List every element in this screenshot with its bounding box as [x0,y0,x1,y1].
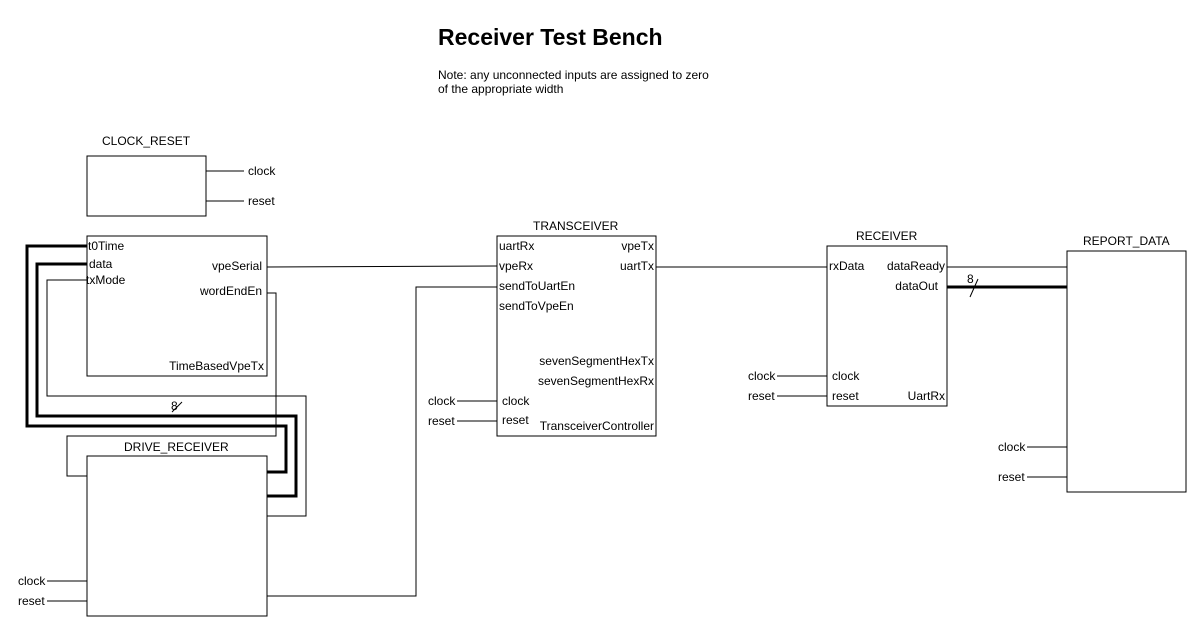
bus-width-label-2: 8 [967,272,974,286]
report-data-block[interactable] [1066,250,1187,493]
tx-port-wordenden: wordEndEn [199,284,262,298]
transceiver-port-vpetx: vpeTx [621,239,654,253]
report-data-title: REPORT_DATA [1083,234,1170,248]
receiver-port-dataready: dataReady [887,259,945,273]
clock-reset-clock-port: clock [248,164,276,178]
transceiver-port-uartrx: uartRx [499,239,534,253]
transceiver-port-sevensegmenthextx: sevenSegmentHexTx [539,354,654,368]
receiver-block[interactable] [826,245,948,407]
transceiver-port-sendtovpeen: sendToVpeEn [499,299,574,313]
transceiver-title: TRANSCEIVER [533,219,619,233]
receiver-title: RECEIVER [856,229,918,243]
receiver-port-reset: reset [832,389,859,403]
receiver-reset-label: reset [748,389,775,403]
note-line-1: Note: any unconnected inputs are assigne… [438,68,709,82]
drive-receiver-title: DRIVE_RECEIVER [124,440,229,454]
t0time-feedback-bus [25,244,288,474]
receiver-type-label: UartRx [908,389,945,403]
tx-type-label: TimeBasedVpeTx [169,359,264,373]
clock-reset-title: CLOCK_RESET [102,134,191,148]
receiver-clock-label: clock [748,369,776,383]
transceiver-port-clock: clock [502,394,530,408]
clock-reset-block[interactable] [86,155,207,217]
transceiver-port-vperx: vpeRx [499,259,533,273]
wordenden-wire [66,292,277,477]
tx-port-txmode: txMode [86,273,126,287]
tx-port-t0time: t0Time [88,239,125,253]
bus-width-label-1: 8 [171,399,178,413]
send-to-uart-en-wire [267,286,497,597]
time-based-vpe-tx-block[interactable] [86,235,268,377]
drive-receiver-block[interactable] [86,455,268,617]
clock-reset-reset-port: reset [248,194,275,208]
txmode-wire [46,279,307,517]
transceiver-clock-label: clock [428,394,456,408]
transceiver-port-reset: reset [502,413,529,427]
transceiver-block[interactable] [496,235,657,437]
page-title: Receiver Test Bench [438,24,663,50]
data-feedback-bus [35,262,298,498]
receiver-port-clock: clock [832,369,860,383]
transceiver-port-sendtouarten: sendToUartEn [499,279,575,293]
tx-port-data: data [89,257,113,271]
transceiver-port-uarttx: uartTx [620,259,654,273]
bus-width-slash-2 [969,278,979,298]
drive-receiver-clock-label: clock [18,574,46,588]
report-data-clock-label: clock [998,440,1026,454]
tx-port-vpeserial: vpeSerial [212,259,262,273]
vpeserial-wire [266,265,498,268]
transceiver-type-label: TransceiverController [540,419,654,433]
report-data-reset-label: reset [998,470,1025,484]
bus-width-slash-1 [171,401,183,413]
drive-receiver-reset-label: reset [18,594,45,608]
note-line-2: of the appropriate width [438,82,563,96]
receiver-port-rxdata: rxData [829,259,865,273]
receiver-port-dataout: dataOut [895,279,938,293]
transceiver-port-sevensegmenthexrx: sevenSegmentHexRx [538,374,654,388]
transceiver-reset-label: reset [428,414,455,428]
